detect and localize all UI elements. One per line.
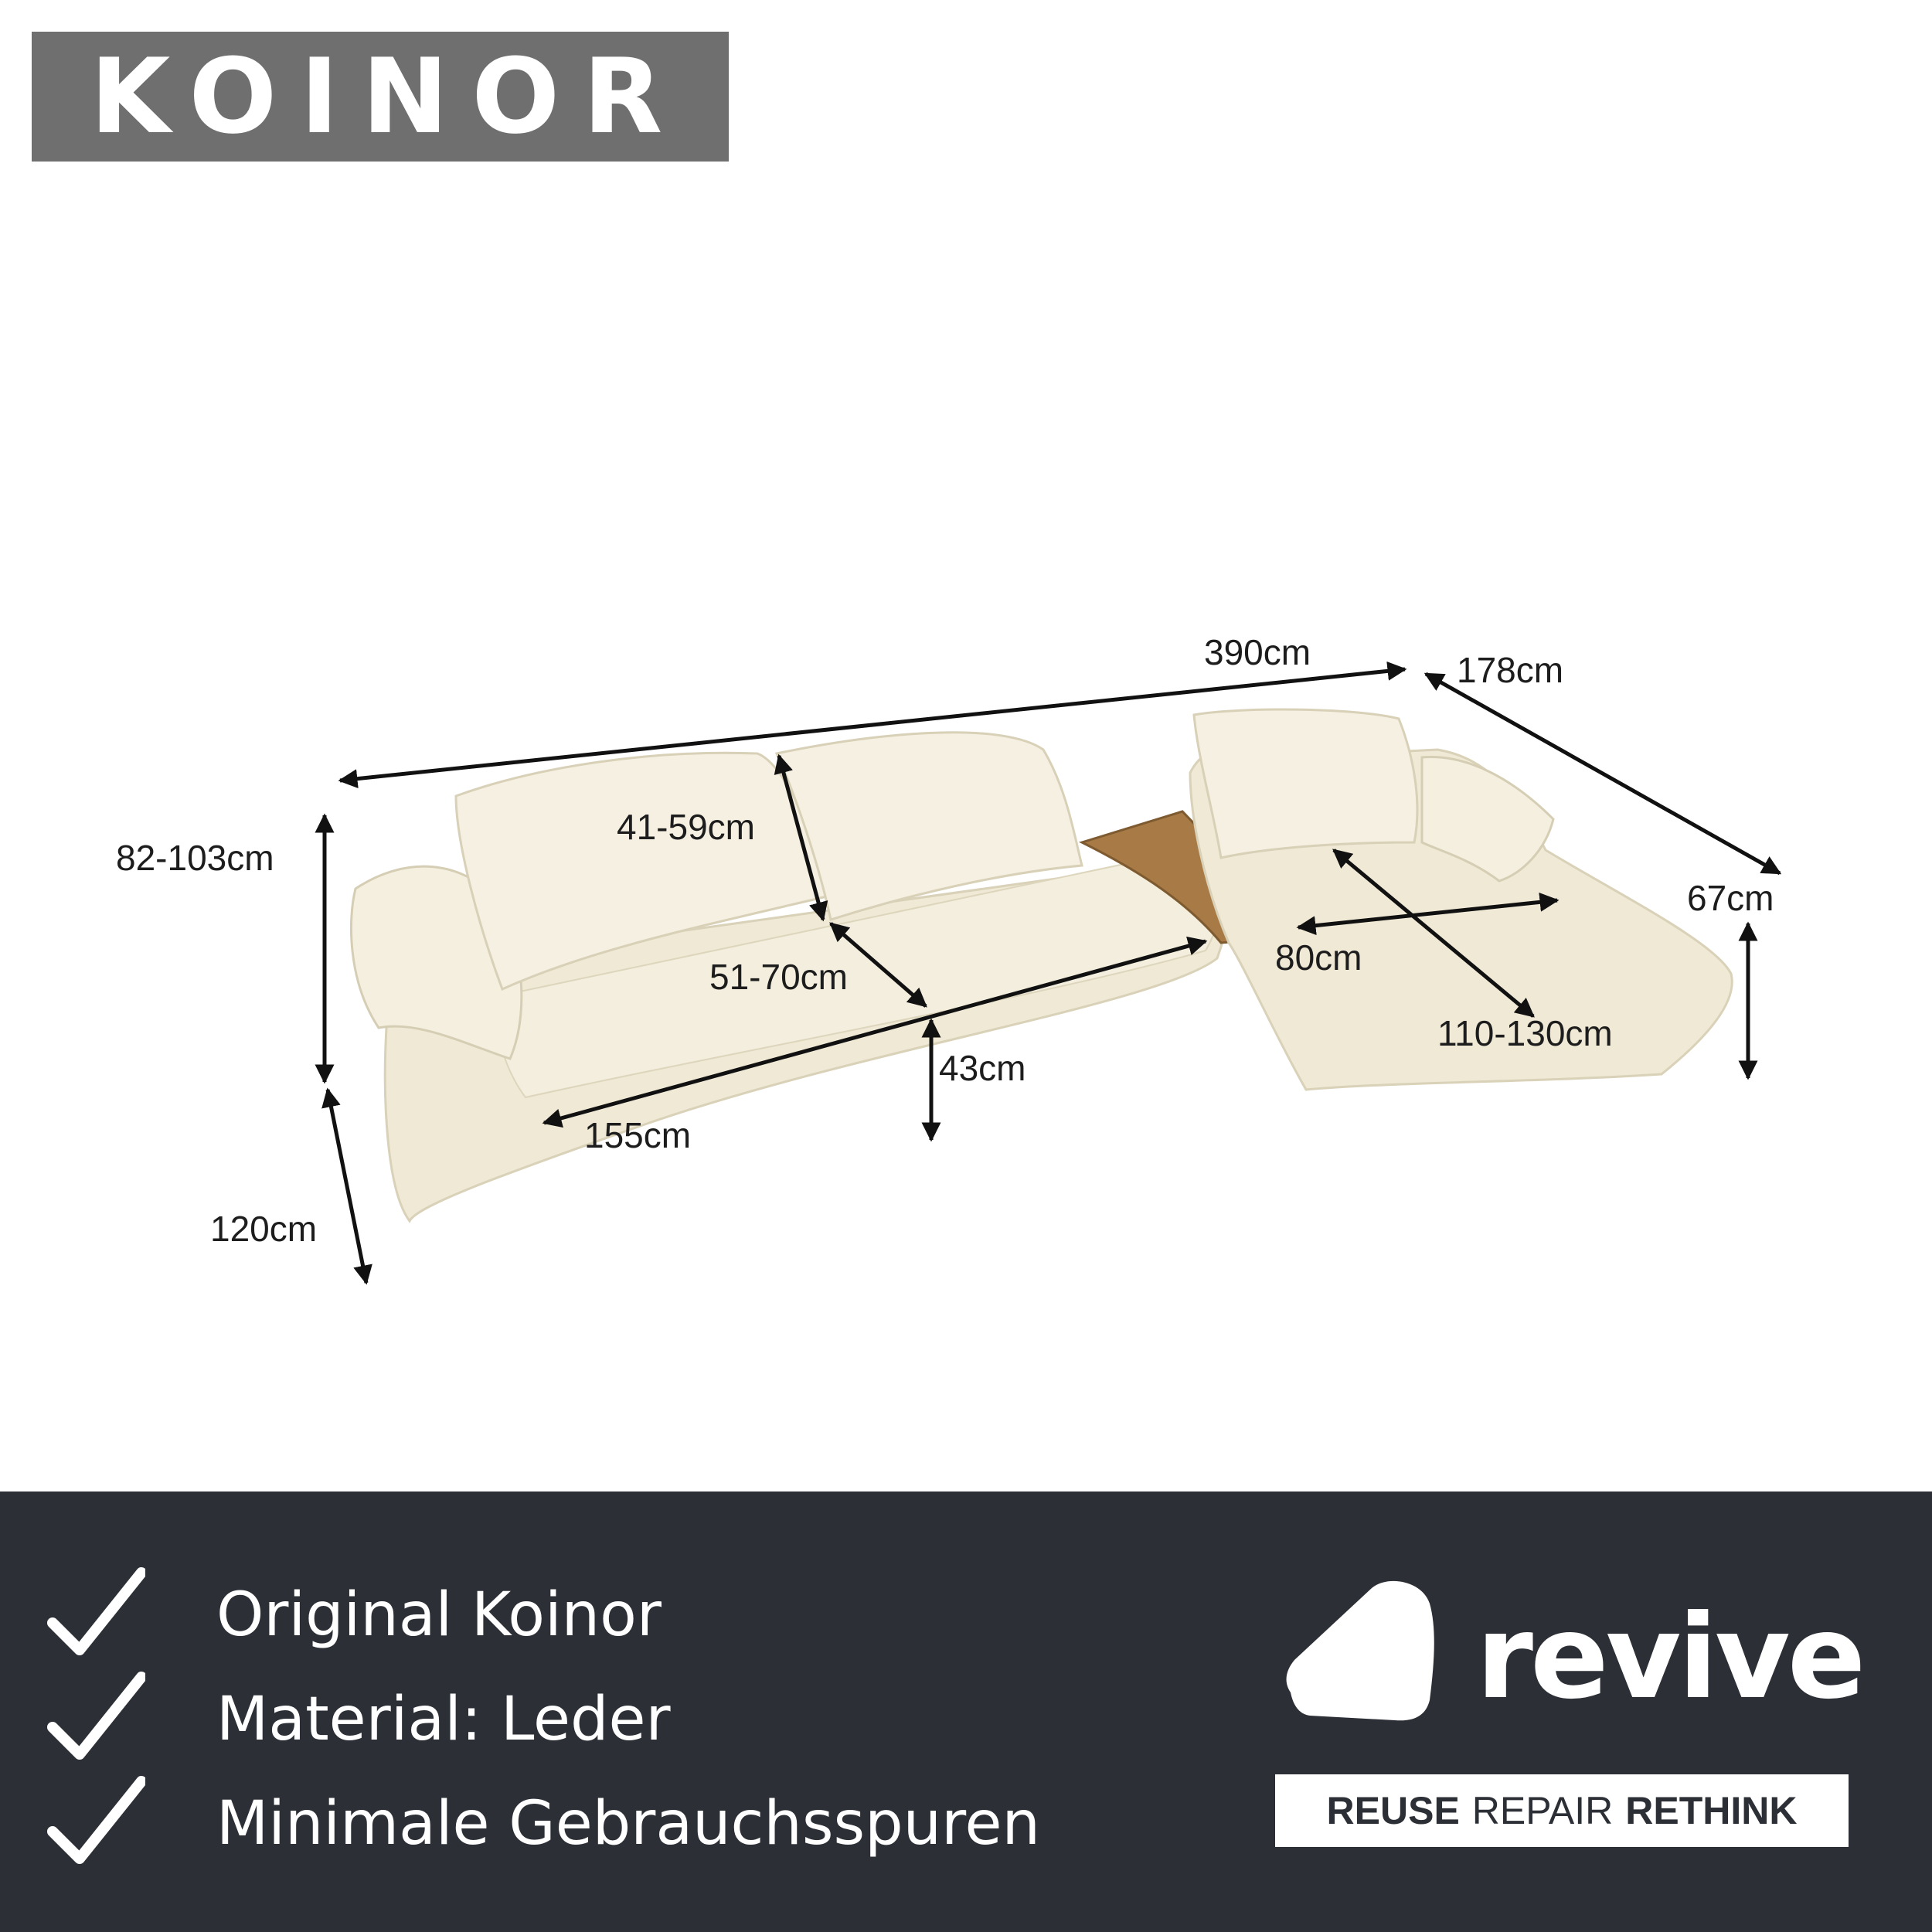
sofa-illustration: 390cm 178cm 82-103cm 41-59cm 51-70cm 155… [116,632,1782,1285]
dim-chaise-height: 67cm [1687,878,1774,918]
dim-backrest: 41-59cm [617,807,755,847]
feature-row: Original Koinor [45,1565,1127,1665]
revive-logo-icon [1286,1580,1434,1721]
feature-text: Minimale Gebrauchsspuren [216,1789,1040,1859]
check-icon [47,1567,145,1655]
dim-seat-depth: 51-70cm [709,957,848,997]
dim-height: 82-103cm [116,838,274,878]
dim-chaise-depth: 110-130cm [1437,1013,1613,1053]
dim-seat-height: 43cm [939,1048,1026,1088]
chaise-back-cushion [1192,708,1419,859]
dim-total-width: 390cm [1204,632,1311,672]
footer-banner [0,1492,1932,1932]
revive-wordmark: revive [1476,1590,1866,1725]
check-icon [47,1776,145,1864]
dim-side-depth: 120cm [210,1209,317,1249]
tagline-repair: REPAIR [1471,1789,1614,1832]
dimension-arrows [315,661,1782,1285]
feature-row: Minimale Gebrauchsspuren [45,1774,1127,1874]
check-icon [47,1672,145,1760]
feature-text: Original Koinor [216,1580,662,1650]
dim-chaise-depth-total: 178cm [1457,650,1563,690]
brand-logo: KOINOR [32,32,729,162]
tagline-box: REUSE REPAIR RETHINK [1275,1774,1849,1847]
feature-row: Material: Leder [45,1669,1127,1770]
sofa [349,708,1733,1223]
dim-chaise-width: 80cm [1275,937,1362,978]
tagline-reuse: REUSE [1326,1789,1460,1832]
tagline-rethink: RETHINK [1625,1789,1798,1832]
dim-seat-width: 155cm [584,1115,691,1155]
feature-text: Material: Leder [216,1685,671,1754]
